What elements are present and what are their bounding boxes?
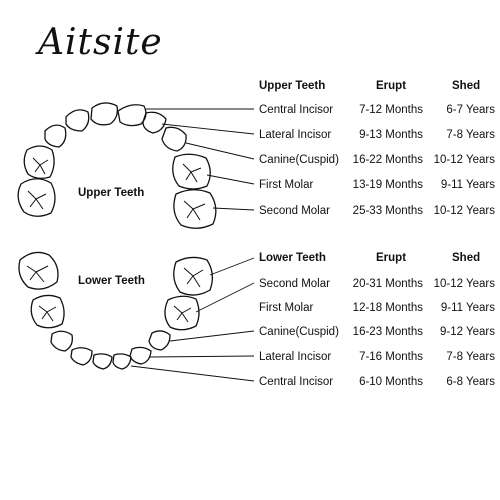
upper-row-erupt: 16-22 Months [352,154,423,166]
upper-left-first-molar [23,145,55,180]
lower-header-name: Lower Teeth [259,252,326,264]
lower-arch [18,251,214,370]
lower-left-first-molar [30,294,65,329]
upper-row-shed: 7-8 Years [446,129,495,141]
upper-row-name: Canine(Cuspid) [259,154,339,166]
lower-header-shed: Shed [452,252,481,264]
lower-row-name: Canine(Cuspid) [259,326,339,338]
lower-row-name: Central Incisor [259,376,334,388]
lower-right-canine [148,330,171,351]
upper-right-lateral-incisor [142,111,167,134]
lower-right-central-incisor [112,353,132,370]
lower-row-erupt: 7-16 Months [359,351,423,363]
upper-row-shed: 10-12 Years [433,205,495,217]
upper-arch [17,102,217,229]
lower-right-second-molar [173,256,214,296]
upper-leader-lines [146,108,255,211]
upper-left-second-molar [17,178,56,217]
lower-row-erupt: 20-31 Months [352,278,423,290]
lower-row-erupt: 12-18 Months [352,302,423,314]
lower-right-lateral-incisor [129,346,152,365]
upper-row-erupt: 25-33 Months [352,205,423,217]
upper-row-shed: 10-12 Years [433,154,495,166]
upper-left-canine [44,124,67,148]
upper-row-erupt: 13-19 Months [352,179,423,191]
lower-row-shed: 9-12 Years [440,326,495,338]
upper-row-shed: 9-11 Years [440,179,495,191]
lower-row-erupt: 6-10 Months [359,376,423,388]
upper-row-erupt: 7-12 Months [359,104,423,116]
lower-left-canine [50,330,73,352]
lower-teeth-group-label: Lower Teeth [78,275,145,287]
lower-right-first-molar [164,295,200,331]
upper-row-name: Central Incisor [259,104,334,116]
upper-right-canine [161,126,187,152]
lower-row-shed: 6-8 Years [446,376,495,388]
upper-teeth-group-label: Upper Teeth [78,187,145,199]
lower-row-erupt: 16-23 Months [352,326,423,338]
lower-left-lateral-incisor [70,347,93,366]
lower-row-name: Lateral Incisor [259,351,332,363]
upper-right-central-incisor [117,104,147,127]
upper-right-first-molar [172,153,211,190]
upper-row-shed: 6-7 Years [446,104,495,116]
upper-row-erupt: 9-13 Months [359,129,423,141]
upper-left-central-incisor [90,102,118,126]
upper-header-name: Upper Teeth [259,80,326,92]
upper-header-shed: Shed [452,80,481,92]
lower-row-name: Second Molar [259,278,330,290]
brand-logo-text: Aitsite [38,22,163,63]
lower-leader-lines [130,257,255,382]
upper-row-name: Lateral Incisor [259,129,332,141]
lower-left-second-molar [18,251,59,290]
upper-row-name: Second Molar [259,205,330,217]
lower-row-name: First Molar [259,302,314,314]
lower-row-shed: 7-8 Years [446,351,495,363]
upper-left-lateral-incisor [65,109,90,132]
lower-row-shed: 10-12 Years [433,278,495,290]
lower-left-central-incisor [92,353,113,370]
upper-row-name: First Molar [259,179,314,191]
lower-row-shed: 9-11 Years [440,302,495,314]
lower-header-erupt: Erupt [376,252,407,264]
upper-header-erupt: Erupt [376,80,407,92]
upper-right-second-molar [173,189,217,229]
